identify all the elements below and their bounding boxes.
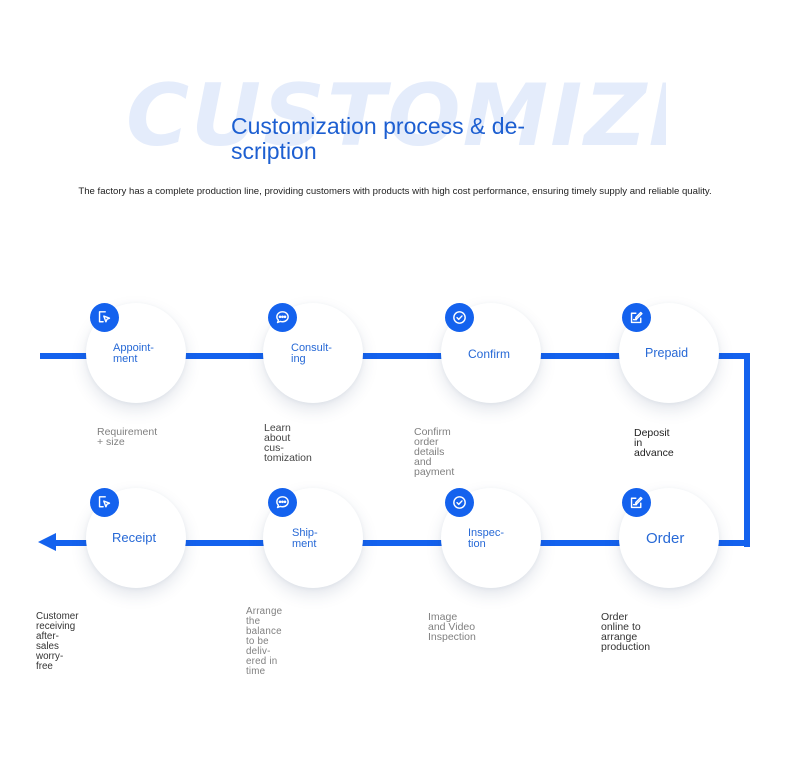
page-title: Customization process & de- scription [231, 113, 526, 164]
check-circle-icon [445, 488, 474, 517]
cursor-click-icon [90, 303, 119, 332]
page-subtitle: The factory has a complete production li… [78, 186, 712, 197]
connector-top-row [40, 353, 750, 359]
check-circle-icon [445, 303, 474, 332]
connector-bottom-row [52, 540, 750, 546]
step-label-shipment: Ship- ment [292, 527, 318, 550]
step-description-inspection: Image and Video Inspection [428, 611, 476, 643]
watermark-text: CUSTOMIZED [126, 66, 666, 166]
step-label-inspection: Inspec- tion [468, 527, 505, 550]
cursor-click-icon [90, 488, 119, 517]
edit-note-icon [622, 488, 651, 517]
step-label-consulting: Consult- ing [291, 342, 332, 365]
step-description-order: Order online to arrange production [601, 611, 651, 653]
step-description-receipt: Customer receiving after-sales worry-fre… [36, 611, 79, 672]
step-label-appointment: Appoint- ment [113, 342, 154, 365]
step-label-order: Order [646, 530, 685, 547]
chat-bubble-icon [268, 303, 297, 332]
edit-note-icon [622, 303, 651, 332]
step-description-appointment: Requirement + size [97, 426, 158, 448]
flow-arrowhead [38, 533, 56, 551]
step-description-confirm: Confirm order details and payment [414, 426, 455, 478]
chat-bubble-icon [268, 488, 297, 517]
step-label-receipt: Receipt [112, 530, 157, 545]
step-description-prepaid: Deposit in advance [634, 427, 674, 459]
step-label-prepaid: Prepaid [645, 346, 689, 360]
step-description-shipment: Arrange the balance to be deliv- ered in… [246, 606, 283, 677]
step-description-consulting: Learn about cus- tomization [264, 422, 312, 464]
step-label-confirm: Confirm [468, 347, 511, 361]
connector-right-vertical [744, 353, 750, 547]
